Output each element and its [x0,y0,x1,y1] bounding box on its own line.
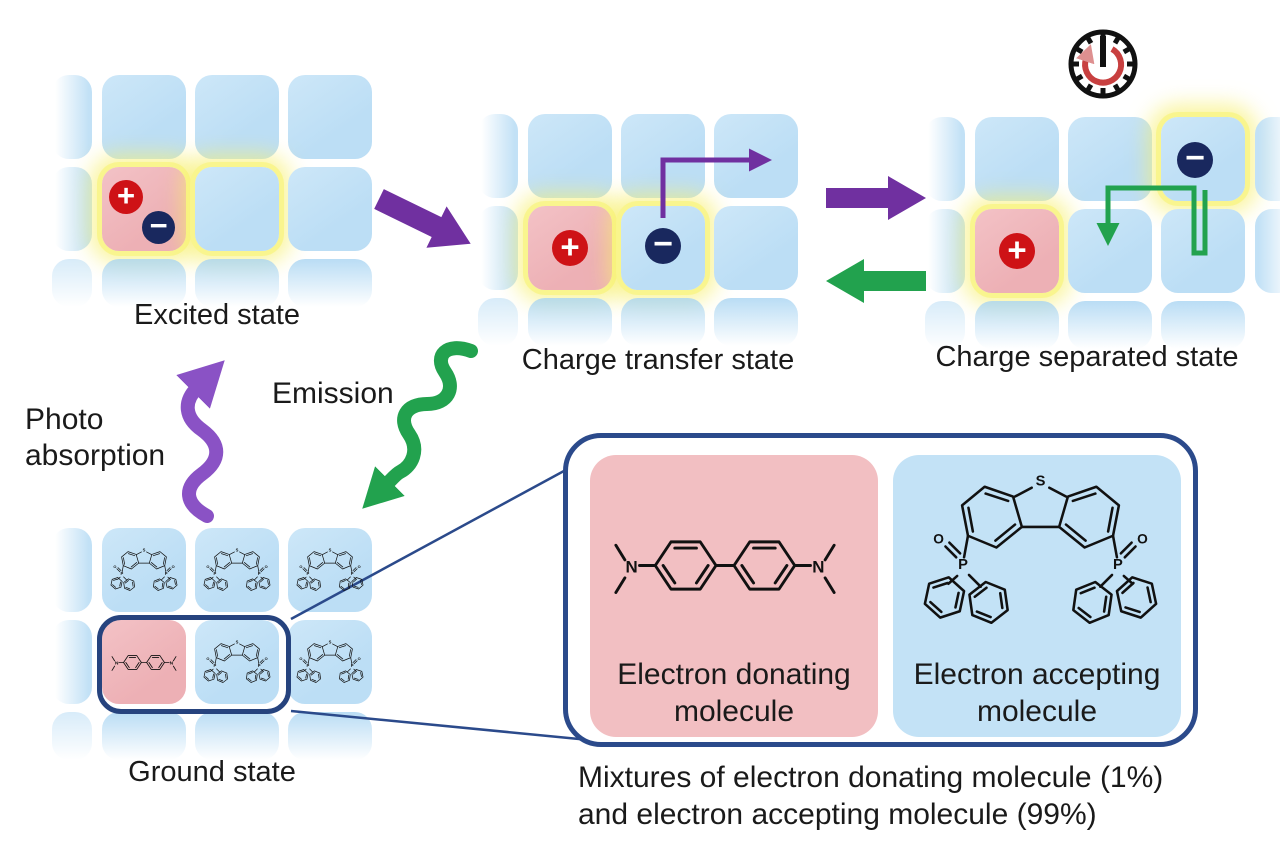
molecule-site [195,167,279,251]
plus-icon: + [560,227,580,265]
reflection [195,712,279,760]
minus-icon: − [149,208,168,243]
minus-icon: − [653,225,673,263]
photo-absorption-line2: absorption [25,439,166,472]
acceptor-molecule-site [288,620,372,704]
reflection [102,259,186,307]
acceptor-molecule-structure [109,546,179,592]
reflection [288,712,372,760]
reflection [621,298,705,346]
acceptor-molecule-structure [202,546,272,592]
reflection [52,259,92,307]
positive-charge: + [552,230,588,266]
acceptor-molecule-site [195,620,279,704]
electron-return-arrow [1096,185,1208,256]
photo-absorption-label: Photo absorption [25,402,165,474]
mixture-caption: Mixtures of electron donating molecule (… [578,759,1163,833]
molecule-site [478,114,518,198]
acceptor-molecule-structure [202,638,272,684]
acceptor-label-line2: molecule [976,695,1098,728]
molecule-site [195,75,279,159]
ground-state-label: Ground state [128,756,296,788]
emission-wavy-arrow [362,341,478,509]
reflection [714,298,798,346]
donor-acceptor-pair-outline [97,615,291,714]
acceptor-molecule-structure-large [918,469,1163,626]
molecule-site [102,75,186,159]
acceptor-panel: Electron accepting molecule [893,455,1181,737]
acceptor-label-line1: Electron accepting [913,658,1161,691]
electron-hop-arrow [660,148,772,218]
excited-state-label: Excited state [133,299,301,331]
molecule-site [52,167,92,251]
minus-icon: − [1185,139,1205,177]
molecule-site [975,117,1059,201]
molecule-site [925,117,965,201]
reflection [1068,301,1152,349]
positive-charge: + [999,233,1035,269]
negative-charge: − [645,225,681,264]
donor-label-line1: Electron donating [617,658,851,691]
acceptor-molecule-site [195,528,279,612]
acceptor-molecule-site [102,528,186,612]
molecule-site [288,75,372,159]
molecule-site [52,620,92,704]
reflection [52,712,92,760]
negative-charge: − [142,208,175,244]
donor-molecule-structure-large [614,540,836,594]
reflection [195,259,279,307]
reflection [102,712,186,760]
molecule-site [925,209,965,293]
ct-to-cs-arrow [826,176,926,220]
negative-charge: − [1177,139,1213,178]
emission-label: Emission [272,377,394,410]
molecule-site [478,206,518,290]
molecule-site [52,528,92,612]
reflection [925,301,965,349]
molecule-site [714,206,798,290]
reflection [975,301,1059,349]
donor-molecule-structure [111,655,177,671]
reflection [1161,301,1245,349]
molecule-inset-panel: Electron donating molecule Electron acce… [563,433,1198,747]
excited-to-ct-arrow [374,189,471,248]
clock-icon [1068,29,1138,99]
charge-separated-state-label: Charge separated state [935,341,1239,373]
acceptor-molecule-structure [295,546,365,592]
plus-icon: + [1007,230,1027,268]
mixture-caption-line2: and electron accepting molecule (99%) [578,798,1097,831]
reflection [478,298,518,346]
photo-absorption-line1: Photo [25,403,104,436]
donor-label-line2: molecule [673,695,795,728]
molecule-site [1255,117,1280,201]
acceptor-label: Electron accepting molecule [893,656,1181,730]
reflection [528,298,612,346]
donor-label: Electron donating molecule [590,656,878,730]
donor-panel: Electron donating molecule [590,455,878,737]
charge-transfer-state-label: Charge transfer state [521,344,795,376]
reflection [288,259,372,307]
cs-to-ct-arrow [826,259,926,303]
mixture-caption-line1: Mixtures of electron donating molecule (… [578,761,1164,794]
molecule-site [1255,209,1280,293]
positive-charge: + [109,180,143,214]
acceptor-molecule-structure [295,638,365,684]
molecule-site [288,167,372,251]
photo-absorption-wavy-arrow [176,360,225,523]
molecule-site [52,75,92,159]
plus-icon: + [116,177,136,213]
molecule-site [528,114,612,198]
